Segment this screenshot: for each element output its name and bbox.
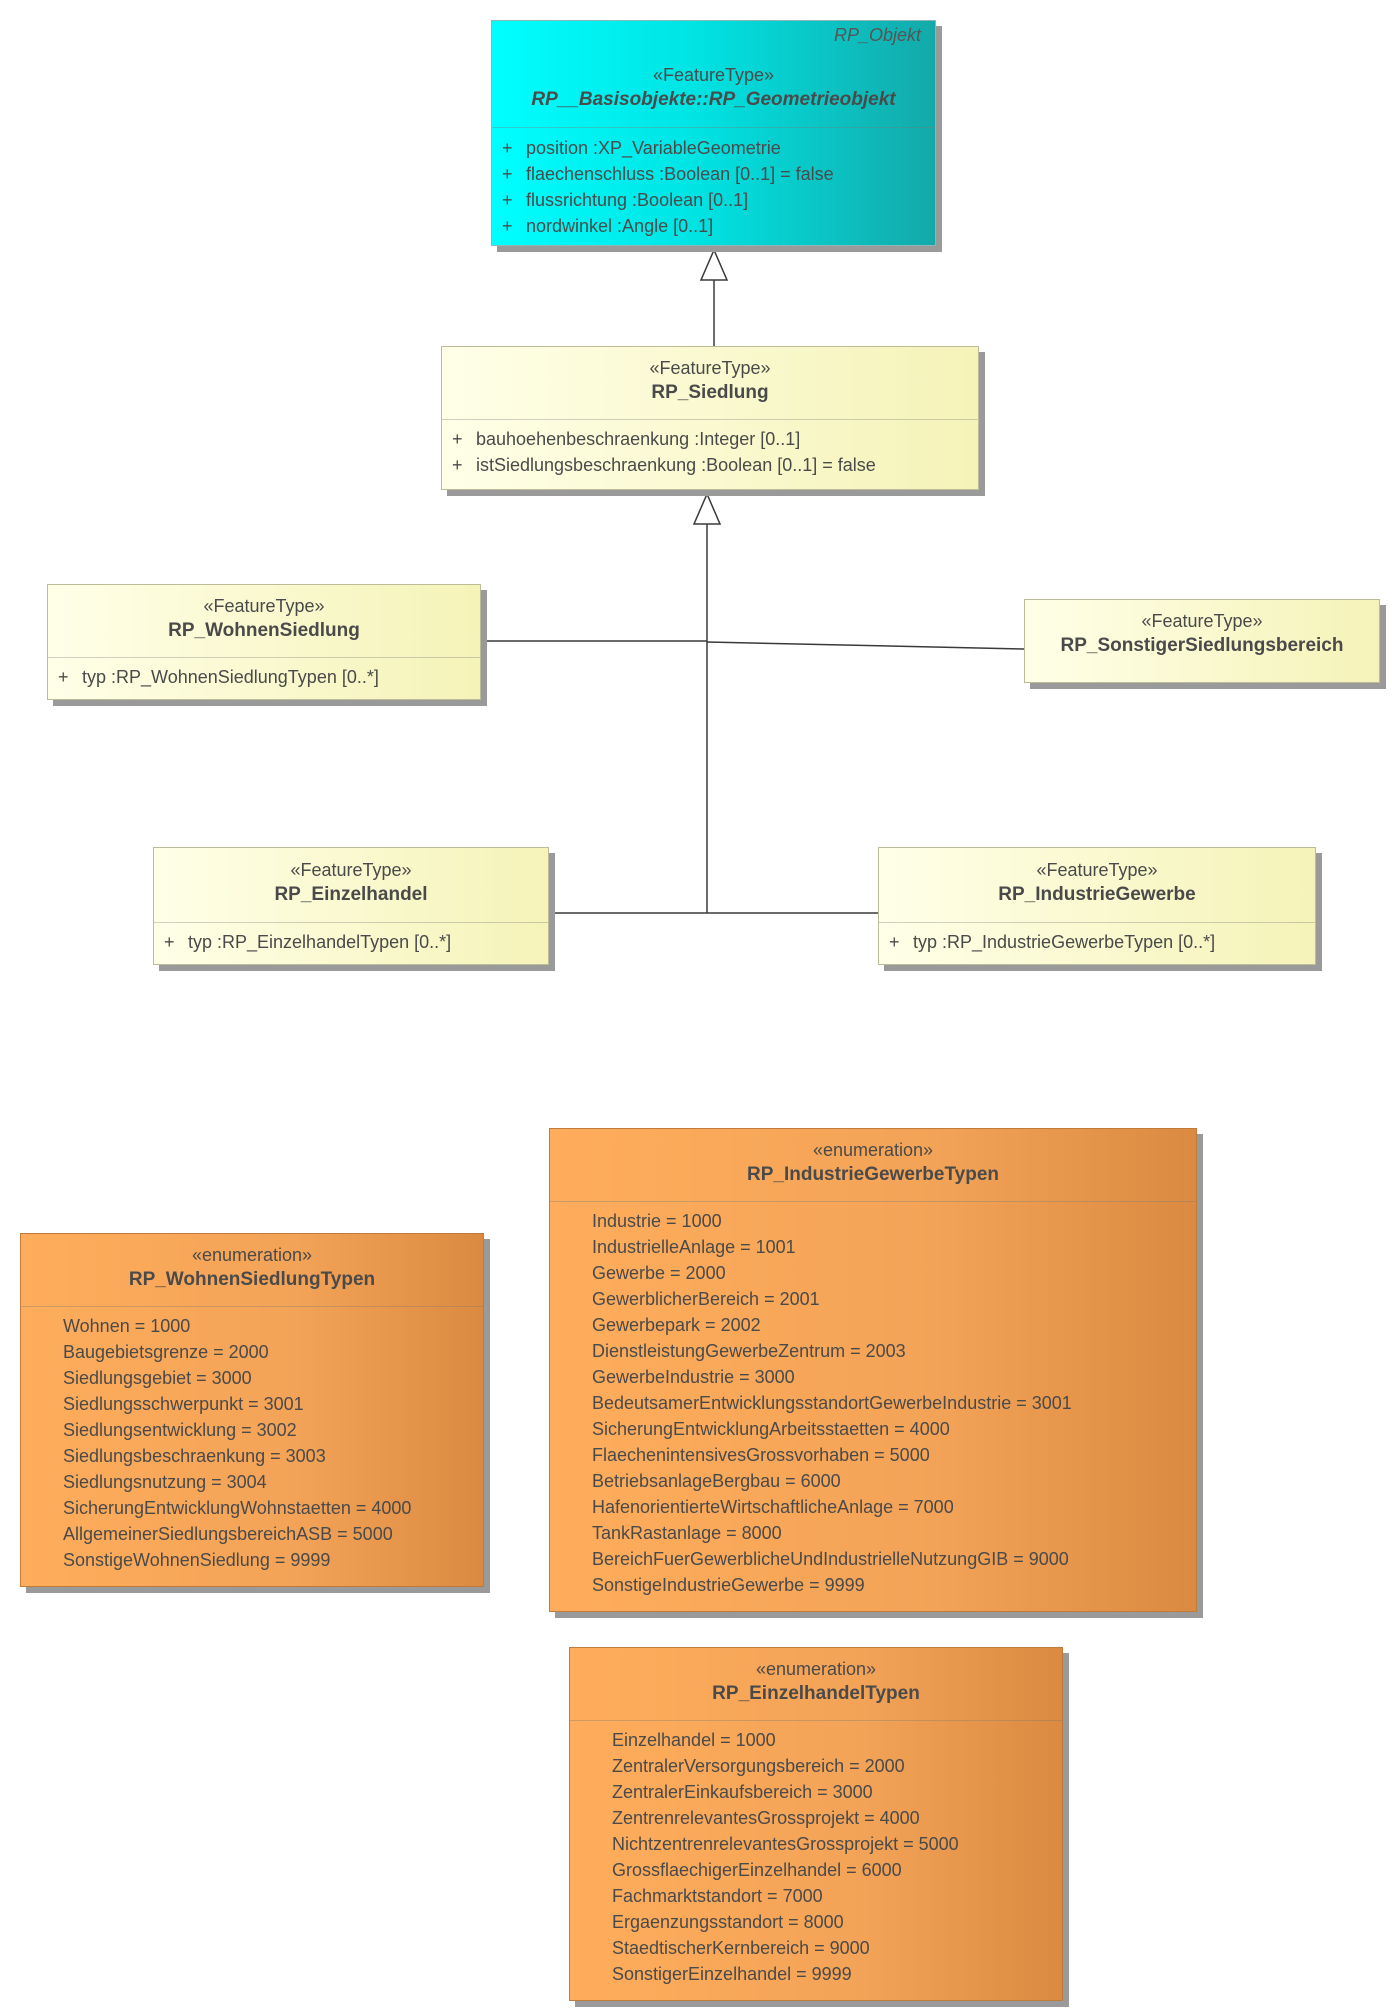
class-rp-sonstigersiedlungsbereich[interactable]: «FeatureType» RP_SonstigerSiedlungsberei… [1024, 599, 1380, 683]
enum-literal: Ergaenzungsstandort = 8000 [612, 1912, 844, 1932]
enum-stereotype: «enumeration» [191, 1245, 313, 1265]
attribute-list: +position :XP_VariableGeometrie +flaeche… [492, 127, 935, 247]
enum-literal: TankRastanlage = 8000 [592, 1523, 782, 1543]
inheritance-arrow-siedlung [692, 492, 722, 525]
attribute-row: +position :XP_VariableGeometrie [502, 138, 781, 158]
enum-literal: SonstigeWohnenSiedlung = 9999 [63, 1550, 331, 1570]
class-rp-geometrieobjekt[interactable]: RP_Objekt «FeatureType» RP__Basisobjekte… [491, 20, 936, 246]
enum-name: RP_EinzelhandelTypen [712, 1683, 920, 1704]
attribute-list: +typ :RP_WohnenSiedlungTypen [0..*] [48, 657, 480, 698]
attribute-list: +typ :RP_IndustrieGewerbeTypen [0..*] [879, 922, 1315, 963]
enum-literal: SonstigerEinzelhandel = 9999 [612, 1964, 852, 1984]
enum-literal: Siedlungsbeschraenkung = 3003 [63, 1446, 326, 1466]
class-stereotype: «FeatureType» [649, 358, 771, 378]
class-rp-einzelhandel[interactable]: «FeatureType» RP_Einzelhandel +typ :RP_E… [153, 847, 549, 965]
class-rp-siedlung[interactable]: «FeatureType» RP_Siedlung +bauhoehenbesc… [441, 346, 979, 490]
superclass-label: RP_Objekt [833, 25, 921, 45]
attribute-row: +typ :RP_WohnenSiedlungTypen [0..*] [58, 667, 379, 687]
enum-literal: Baugebietsgrenze = 2000 [63, 1342, 269, 1362]
enum-literal: Einzelhandel = 1000 [612, 1730, 776, 1750]
enum-literal: StaedtischerKernbereich = 9000 [612, 1938, 870, 1958]
class-name: RP_IndustrieGewerbe [998, 884, 1196, 905]
class-stereotype: «FeatureType» [290, 860, 412, 880]
class-name: RP_Einzelhandel [274, 884, 428, 905]
class-stereotype: «FeatureType» [1036, 860, 1158, 880]
enum-literal: NichtzentrenrelevantesGrossprojekt = 500… [612, 1834, 959, 1854]
enum-literal: ZentrenrelevantesGrossprojekt = 4000 [612, 1808, 920, 1828]
literal-list: Wohnen = 1000 Baugebietsgrenze = 2000 Si… [21, 1306, 483, 1581]
class-name: RP__Basisobjekte::RP_Geometrieobjekt [531, 89, 896, 110]
attribute-list: +typ :RP_EinzelhandelTypen [0..*] [154, 922, 548, 963]
inheritance-arrow-geometrieobjekt [699, 248, 729, 281]
enum-literal: BetriebsanlageBergbau = 6000 [592, 1471, 841, 1491]
literal-list: Einzelhandel = 1000 ZentralerVersorgungs… [570, 1720, 1062, 1995]
enum-literal: BedeutsamerEntwicklungsstandortGewerbeIn… [592, 1393, 1072, 1413]
class-name: RP_WohnenSiedlung [168, 620, 360, 641]
enum-rp-einzelhandeltypen[interactable]: «enumeration» RP_EinzelhandelTypen Einze… [569, 1647, 1063, 2001]
enum-literal: ZentralerVersorgungsbereich = 2000 [612, 1756, 905, 1776]
enum-literal: GewerbeIndustrie = 3000 [592, 1367, 795, 1387]
enum-literal: AllgemeinerSiedlungsbereichASB = 5000 [63, 1524, 393, 1544]
enum-literal: SicherungEntwicklungArbeitsstaetten = 40… [592, 1419, 950, 1439]
attribute-row: +bauhoehenbeschraenkung :Integer [0..1] [452, 429, 801, 449]
class-stereotype: «FeatureType» [203, 596, 325, 616]
enum-literal: Industrie = 1000 [592, 1211, 722, 1231]
enum-stereotype: «enumeration» [812, 1140, 934, 1160]
enum-literal: Siedlungsgebiet = 3000 [63, 1368, 252, 1388]
attribute-list: +bauhoehenbeschraenkung :Integer [0..1] … [442, 419, 978, 486]
enum-literal: GewerblicherBereich = 2001 [592, 1289, 820, 1309]
link-sonstiger [706, 641, 1025, 650]
class-rp-industriegewerbe[interactable]: «FeatureType» RP_IndustrieGewerbe +typ :… [878, 847, 1316, 965]
enum-literal: Wohnen = 1000 [63, 1316, 191, 1336]
attribute-row: +flussrichtung :Boolean [0..1] [502, 190, 749, 210]
enum-literal: Siedlungsnutzung = 3004 [63, 1472, 267, 1492]
enum-literal: Fachmarktstandort = 7000 [612, 1886, 823, 1906]
attribute-row: +typ :RP_IndustrieGewerbeTypen [0..*] [889, 932, 1216, 952]
enum-literal: HafenorientierteWirtschaftlicheAnlage = … [592, 1497, 954, 1517]
enum-literal: Gewerbepark = 2002 [592, 1315, 761, 1335]
enum-name: RP_WohnenSiedlungTypen [128, 1269, 376, 1290]
enum-literal: FlaechenintensivesGrossvorhaben = 5000 [592, 1445, 930, 1465]
enum-literal: SicherungEntwicklungWohnstaetten = 4000 [63, 1498, 412, 1518]
enum-literal: BereichFuerGewerblicheUndIndustrielleNut… [592, 1549, 1069, 1569]
attribute-row: +flaechenschluss :Boolean [0..1] = false [502, 164, 834, 184]
attribute-row: +nordwinkel :Angle [0..1] [502, 216, 714, 236]
class-name: RP_Siedlung [651, 382, 769, 403]
enum-rp-industriegewerbetypen[interactable]: «enumeration» RP_IndustrieGewerbeTypen I… [549, 1128, 1197, 1612]
enum-stereotype: «enumeration» [755, 1659, 877, 1679]
attribute-row: +istSiedlungsbeschraenkung :Boolean [0..… [452, 455, 876, 475]
enum-literal: ZentralerEinkaufsbereich = 3000 [612, 1782, 873, 1802]
enum-literal: Siedlungsschwerpunkt = 3001 [63, 1394, 304, 1414]
class-rp-wohnensiedlung[interactable]: «FeatureType» RP_WohnenSiedlung +typ :RP… [47, 584, 481, 700]
literal-list: Industrie = 1000 IndustrielleAnlage = 10… [550, 1201, 1196, 1606]
enum-literal: IndustrielleAnlage = 1001 [592, 1237, 796, 1257]
class-stereotype: «FeatureType» [652, 65, 775, 85]
class-stereotype: «FeatureType» [1141, 611, 1263, 631]
enum-name: RP_IndustrieGewerbeTypen [747, 1164, 999, 1185]
enum-literal: SonstigeIndustrieGewerbe = 9999 [592, 1575, 865, 1595]
class-name: RP_SonstigerSiedlungsbereich [1060, 635, 1344, 656]
enum-rp-wohnensiedlungtypen[interactable]: «enumeration» RP_WohnenSiedlungTypen Woh… [20, 1233, 484, 1587]
enum-literal: Gewerbe = 2000 [592, 1263, 726, 1283]
enum-literal: GrossflaechigerEinzelhandel = 6000 [612, 1860, 902, 1880]
attribute-row: +typ :RP_EinzelhandelTypen [0..*] [164, 932, 452, 952]
enum-literal: DienstleistungGewerbeZentrum = 2003 [592, 1341, 906, 1361]
enum-literal: Siedlungsentwicklung = 3002 [63, 1420, 297, 1440]
